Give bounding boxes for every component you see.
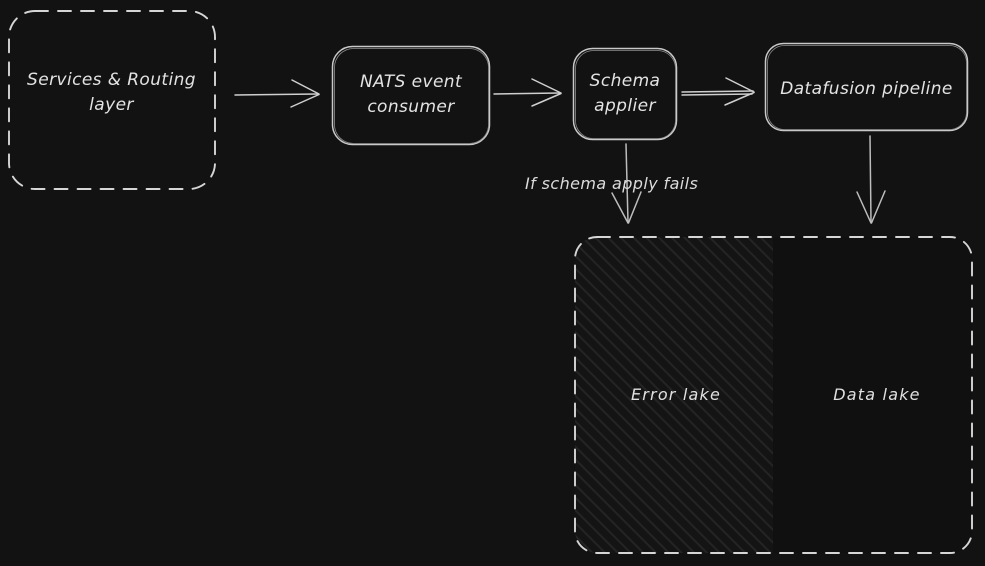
edge-nats-to-schema [493,78,562,107]
schema-applier-outline [572,47,678,141]
error-lake[interactable] [575,237,773,553]
services-routing-layer-outline [8,10,216,190]
edge-label-if-schema-apply-fails: If schema apply fails [525,174,699,193]
error-lake-label: Error lake [630,385,722,404]
nats-event-consumer-outline [331,45,491,146]
edge-schema-to-datafusion [681,77,755,106]
services-routing-layer[interactable] [8,10,215,190]
schema-applier[interactable] [573,48,677,140]
edge-schema-to-error-lake [611,143,642,224]
data-lake-label: Data lake [833,385,921,404]
nats-event-consumer[interactable] [332,46,490,145]
data-lake-fill [773,237,972,553]
error-lake-hatch-fill [575,237,773,553]
data-lake[interactable] [773,237,972,553]
edge-datafusion-to-data-lake [856,135,886,224]
datafusion-pipeline[interactable] [765,43,968,131]
datafusion-pipeline-outline [764,42,969,132]
edge-services-to-nats [234,79,320,108]
